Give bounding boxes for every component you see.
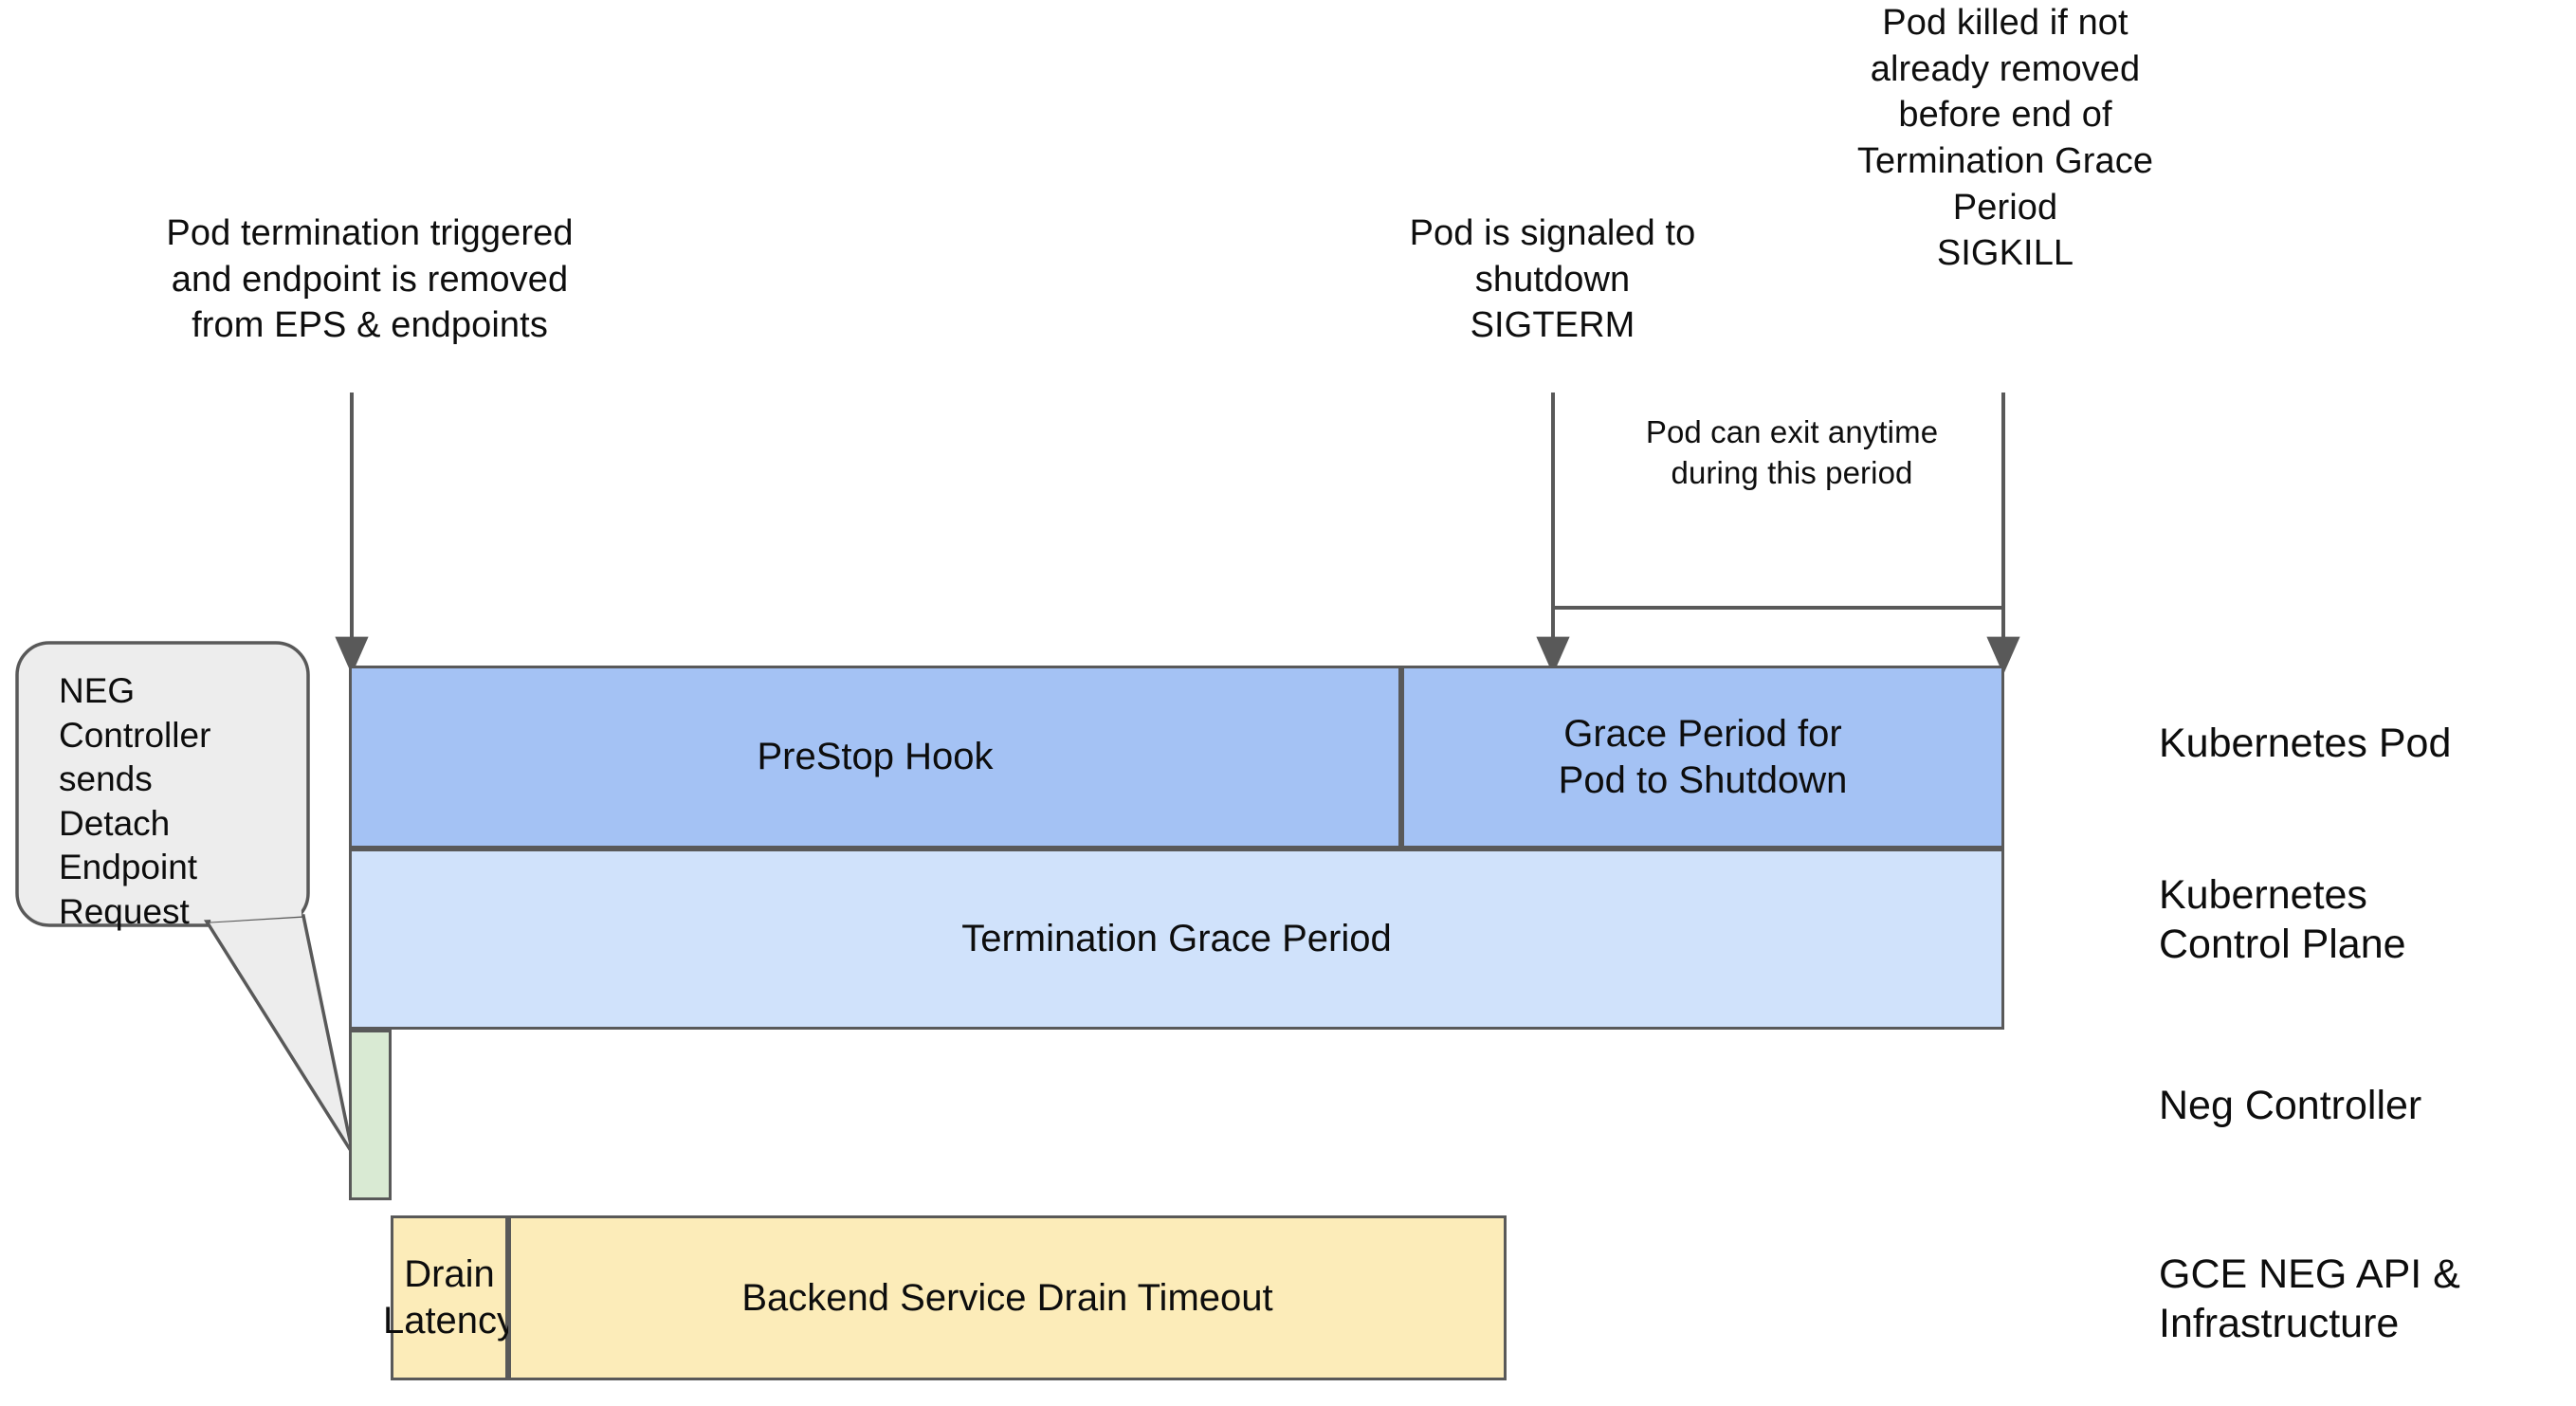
annotation-pod-termination-triggered: Pod termination triggered and endpoint i… bbox=[166, 213, 574, 346]
lane-label-neg-controller: Neg Controller bbox=[2159, 1083, 2422, 1128]
bar-prestop-hook[interactable]: PreStop Hook bbox=[349, 666, 1401, 849]
annotation-sigkill: Pod killed if not already removed before… bbox=[1856, 3, 2154, 274]
neg-callout-balloon bbox=[15, 641, 355, 1155]
lane-label-kubernetes-control-plane: Kubernetes Control Plane bbox=[2159, 872, 2406, 968]
bar-drain-latency[interactable]: Drain Latency bbox=[383, 1215, 516, 1380]
bar-termination-grace-period[interactable]: Termination Grace Period bbox=[349, 849, 2004, 1030]
annotation-pod-exit-window: Pod can exit anytime during this period bbox=[1645, 414, 1939, 490]
neg-callout-text: NEG Controller sends Detach Endpoint Req… bbox=[59, 671, 211, 932]
lane-label-kubernetes-pod: Kubernetes Pod bbox=[2159, 721, 2452, 766]
bar-backend-service-drain-timeout[interactable]: Backend Service Drain Timeout bbox=[508, 1215, 1507, 1380]
annotation-sigterm: Pod is signaled to shutdown SIGTERM bbox=[1409, 213, 1696, 346]
lane-label-gce-neg-api-infrastructure: GCE NEG API & Infrastructure bbox=[2159, 1251, 2460, 1347]
bar-neg-detach-endpoint[interactable] bbox=[349, 1030, 392, 1200]
bar-grace-period-for-pod-to-shutdown[interactable]: Grace Period for Pod to Shutdown bbox=[1401, 666, 2004, 849]
